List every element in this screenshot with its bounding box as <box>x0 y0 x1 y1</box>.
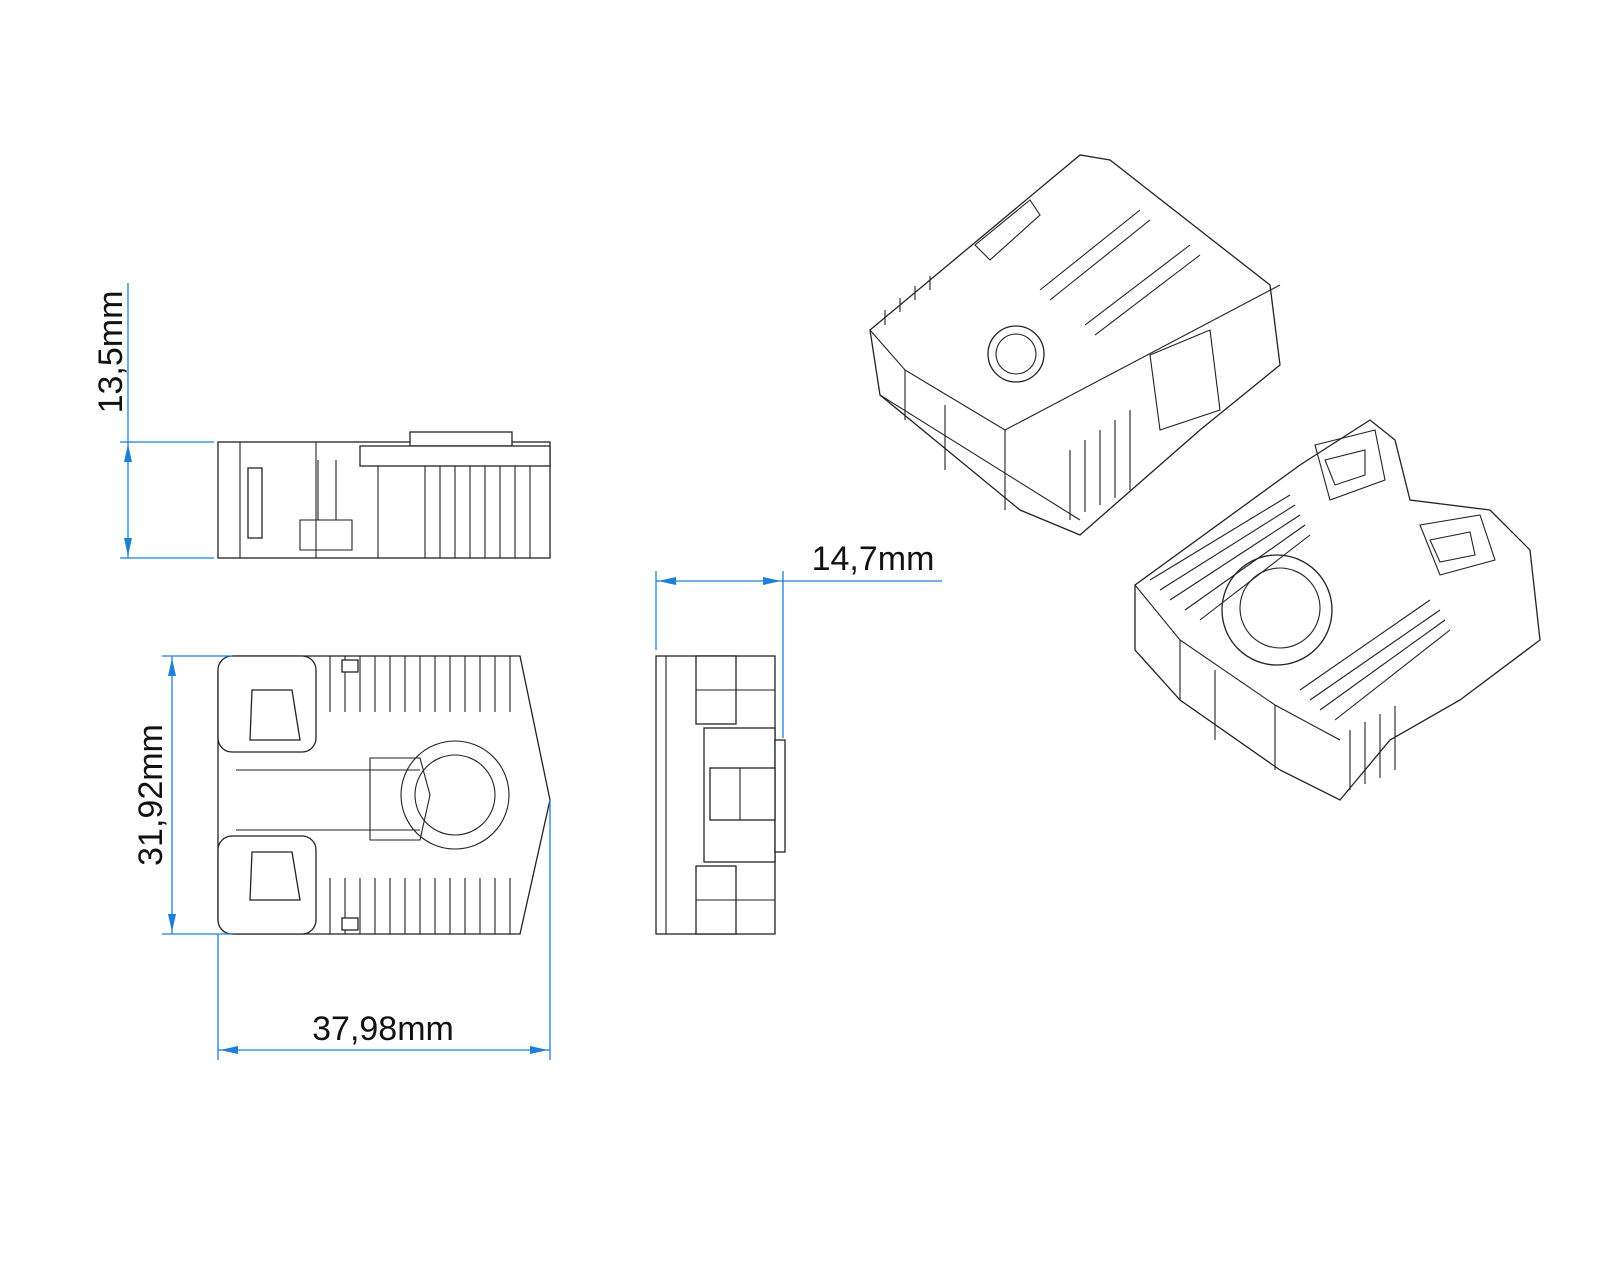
thickness-dimension <box>655 571 942 738</box>
fins-bottom <box>329 878 511 934</box>
width-dimension-label: 37,98mm <box>312 1010 454 1048</box>
depth-dimension-label: 31,92mm <box>132 724 170 866</box>
plan-view <box>217 655 551 935</box>
height-dimension <box>120 283 214 559</box>
side-elevation-view <box>217 431 551 559</box>
width-dimension <box>217 800 551 1060</box>
depth-dimension <box>162 655 232 935</box>
isometric-view-lower-part <box>1134 419 1541 801</box>
end-view <box>655 655 786 935</box>
isometric-view-upper-part <box>869 154 1281 536</box>
fins-top <box>329 656 511 712</box>
ribs <box>424 466 531 558</box>
thickness-dimension-label: 14,7mm <box>812 540 935 578</box>
height-dimension-label: 13,5mm <box>92 291 130 414</box>
